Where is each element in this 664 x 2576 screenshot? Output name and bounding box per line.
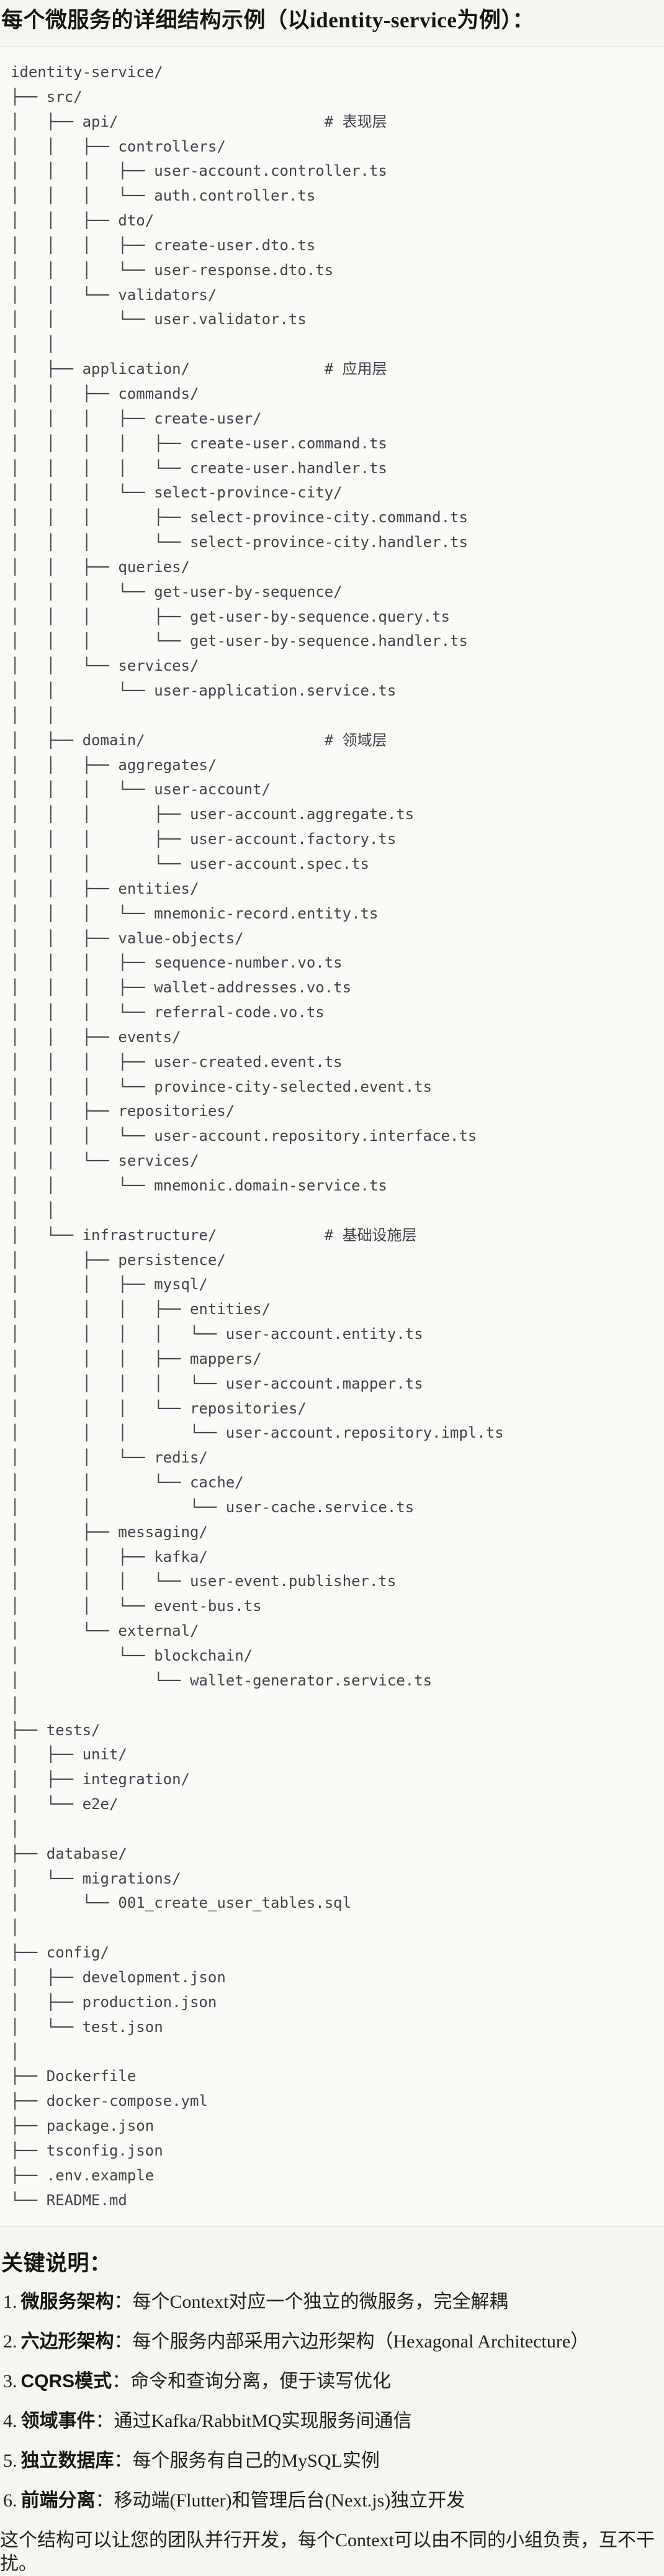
note-number: 6. <box>3 2490 17 2511</box>
note-label: 领域事件 <box>20 2411 96 2432</box>
note-text: 每个服务内部采用六边形架构（Hexagonal Architecture） <box>132 2331 590 2352</box>
note-item-frontend-separation: 6.前端分离：移动端(Flutter)和管理后台(Next.js)独立开发 <box>0 2489 664 2513</box>
notes-list: 1.微服务架构：每个Context对应一个独立的微服务，完全解耦 2.六边形架构… <box>0 2290 664 2513</box>
notes-heading: 关键说明： <box>1 2251 112 2276</box>
closing-paragraph: 这个结构可以让您的团队并行开发，每个Context可以由不同的小组负责，互不干扰… <box>0 2530 655 2575</box>
note-text: 每个Context对应一个独立的微服务，完全解耦 <box>132 2292 508 2313</box>
note-text: 移动端(Flutter)和管理后台(Next.js)独立开发 <box>114 2490 465 2511</box>
note-number: 1. <box>3 2292 17 2313</box>
note-label: 微服务架构 <box>20 2292 114 2313</box>
note-label: 独立数据库 <box>20 2451 114 2472</box>
note-item-hexagonal-architecture: 2.六边形架构：每个服务内部采用六边形架构（Hexagonal Architec… <box>0 2330 664 2354</box>
note-colon: ： <box>114 2331 133 2352</box>
note-colon: ： <box>95 2411 114 2432</box>
note-item-microservice-architecture: 1.微服务架构：每个Context对应一个独立的微服务，完全解耦 <box>0 2290 664 2314</box>
note-label: 前端分离 <box>20 2490 96 2511</box>
note-number: 3. <box>3 2371 17 2392</box>
note-number: 4. <box>3 2411 17 2432</box>
note-colon: ： <box>112 2371 131 2392</box>
note-label: CQRS模式 <box>20 2371 112 2392</box>
note-colon: ： <box>95 2490 114 2511</box>
directory-tree-code-block: identity-service/ ├── src/ │ ├── api/ # … <box>0 46 664 2228</box>
note-item-domain-events: 4.领域事件：通过Kafka/RabbitMQ实现服务间通信 <box>0 2410 664 2433</box>
note-text: 通过Kafka/RabbitMQ实现服务间通信 <box>114 2411 412 2432</box>
note-label: 六边形架构 <box>20 2331 114 2352</box>
note-text: 每个服务有自己的MySQL实例 <box>132 2451 380 2472</box>
note-text: 命令和查询分离，便于读写优化 <box>130 2371 392 2392</box>
note-number: 5. <box>3 2451 17 2472</box>
note-colon: ： <box>114 2292 133 2313</box>
note-number: 2. <box>3 2331 17 2352</box>
note-item-independent-database: 5.独立数据库：每个服务有自己的MySQL实例 <box>0 2449 664 2473</box>
note-item-cqrs-pattern: 3.CQRS模式：命令和查询分离，便于读写优化 <box>0 2370 664 2393</box>
note-colon: ： <box>114 2451 133 2472</box>
page-title: 每个微服务的详细结构示例（以identity-service为例）： <box>1 8 534 32</box>
